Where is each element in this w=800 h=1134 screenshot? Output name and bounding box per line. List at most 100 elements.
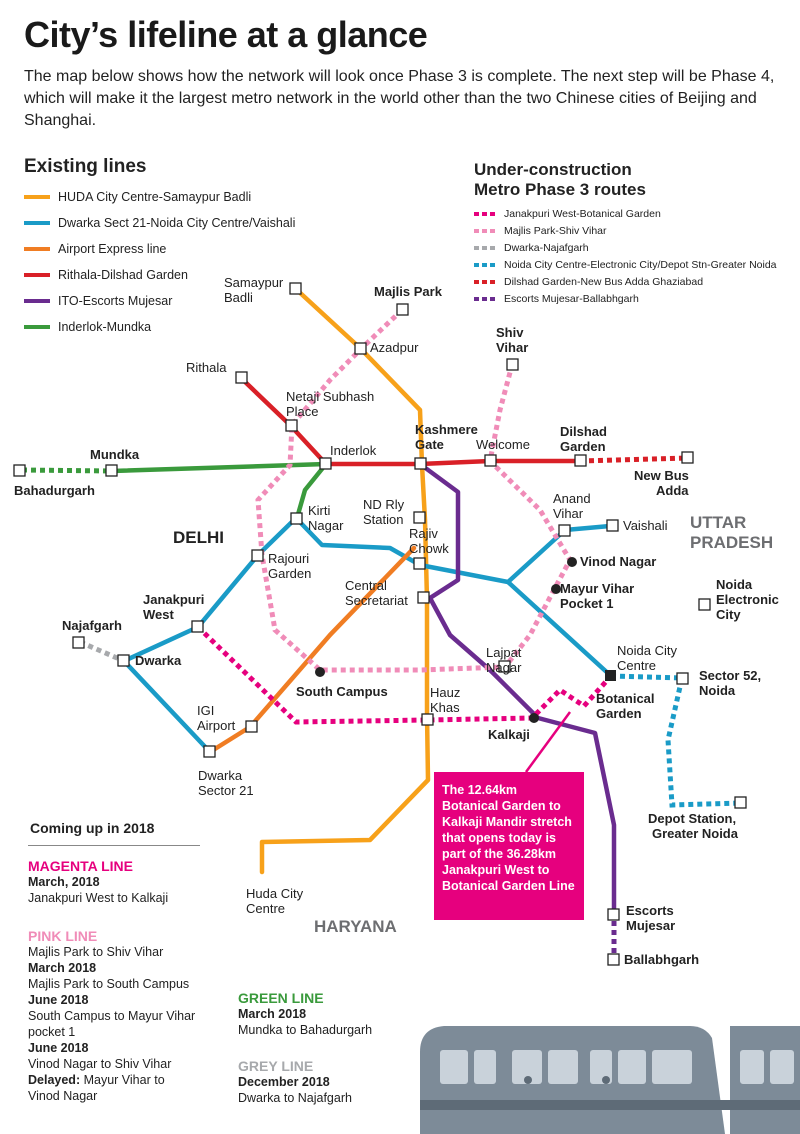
callout-box: The 12.64km Botanical Garden to Kalkaji …	[434, 772, 584, 920]
line-magenta	[196, 625, 613, 725]
station-marker-escorts	[607, 908, 620, 921]
label-ndrly-1: ND Rly	[363, 497, 405, 512]
station-marker-noidaelec	[698, 598, 711, 611]
label-kashmere-1: Kashmere	[415, 422, 478, 437]
pink-line-name: PINK LINE	[28, 928, 98, 944]
station-marker-hauz	[421, 713, 434, 726]
line-green-dotted	[21, 467, 113, 474]
label-rajiv-1: Rajiv	[409, 526, 438, 541]
line-red-dotted	[579, 455, 689, 464]
label-hauz-2: Khas	[430, 700, 460, 715]
label-dilshad-1: Dilshad	[560, 424, 607, 439]
legend-label: Majlis Park-Shiv Vihar	[504, 225, 607, 237]
label-huda-2: Centre	[246, 901, 285, 916]
legend-dotted-swatch	[474, 280, 496, 284]
station-marker-rithala	[235, 371, 248, 384]
label-south-campus: South Campus	[296, 684, 388, 699]
label-newbus-2: Adda	[656, 483, 689, 498]
line-pink	[255, 308, 573, 673]
label-igi-1: IGI	[197, 703, 214, 718]
label-noidaelec-2: Electronic	[716, 592, 779, 607]
legend-dotted-swatch	[474, 297, 496, 301]
green-line-schedule: GREEN LINE March 2018 Mundka to Bahadurg…	[238, 990, 372, 1038]
pink-item-2-date: June 2018	[28, 993, 89, 1007]
pink-item-1-desc: Majlis Park to South Campus	[28, 977, 190, 991]
legend-label: Noida City Centre-Electronic City/Depot …	[504, 259, 777, 271]
label-shiv-2: Vihar	[496, 340, 528, 355]
legend-swatch	[24, 273, 50, 277]
station-markers	[13, 282, 747, 966]
station-marker-newbus	[681, 451, 694, 464]
label-inderlok: Inderlok	[330, 443, 377, 458]
label-vaishali: Vaishali	[623, 518, 668, 533]
label-najafgarh: Najafgarh	[62, 618, 122, 633]
uc-legend-item: Janakpuri West-Botanical Garden	[474, 207, 661, 221]
legend-dotted-swatch	[474, 212, 496, 216]
label-rajouri-2: Garden	[268, 566, 311, 581]
pink-delayed: Delayed: Mayur Vihar to Vinod Nagar	[28, 1072, 188, 1104]
line-blue-noida	[505, 579, 614, 679]
legend-swatch	[24, 247, 50, 251]
station-marker-vaishali	[606, 519, 619, 532]
label-depot-1: Depot Station,	[648, 811, 736, 826]
station-dot-south-campus	[315, 667, 325, 677]
station-marker-igi	[245, 720, 258, 733]
label-noidaelec-1: Noida	[716, 577, 753, 592]
station-marker-rajouri	[251, 549, 264, 562]
label-sector52-2: Noida	[699, 683, 736, 698]
magenta-line-date: March, 2018	[28, 875, 100, 889]
station-marker-central	[417, 591, 430, 604]
label-hauz-1: Hauz	[430, 685, 460, 700]
legend-swatch	[24, 299, 50, 303]
label-mayur-2: Pocket 1	[560, 596, 613, 611]
legend-label: ITO-Escorts Mujesar	[58, 294, 173, 308]
label-noidaelec-3: City	[716, 607, 741, 622]
line-blue-dotted	[610, 673, 741, 808]
legend-label: Dwarka Sect 21-Noida City Centre/Vaishal…	[58, 216, 296, 230]
label-samaypur-1: Samaypur	[224, 275, 284, 290]
station-marker-dwarka	[117, 654, 130, 667]
label-mayur-1: Mayur Vihar	[560, 581, 634, 596]
grey-line-date: December 2018	[238, 1075, 330, 1089]
label-bahadurgarh: Bahadurgarh	[14, 483, 95, 498]
legend-label: Janakpuri West-Botanical Garden	[504, 208, 661, 220]
station-marker-janakpuri	[191, 620, 204, 633]
station-dots	[315, 557, 577, 723]
station-marker-ballabhgarh	[607, 953, 620, 966]
line-blue-dwarka21	[121, 658, 213, 755]
label-botanical-1: Botanical	[596, 691, 655, 706]
station-marker-sector52	[676, 672, 689, 685]
legend-swatch	[24, 325, 50, 329]
station-marker-ndrly	[413, 511, 426, 524]
existing-legend-item: Dwarka Sect 21-Noida City Centre/Vaishal…	[24, 214, 295, 232]
pink-line-schedule: PINK LINE Majlis Park to Shiv Vihar Marc…	[28, 928, 203, 1104]
station-marker-depot	[734, 796, 747, 809]
label-central-2: Secretariat	[345, 593, 408, 608]
label-ballabhgarh: Ballabhgarh	[624, 952, 699, 967]
station-marker-najafgarh	[72, 636, 85, 649]
uc-legend-item: Escorts Mujesar-Ballabhgarh	[474, 292, 639, 306]
station-marker-anand	[558, 524, 571, 537]
pink-item-3-desc: Vinod Nagar to Shiv Vihar	[28, 1057, 172, 1071]
existing-legend-item: Rithala-Dilshad Garden	[24, 266, 188, 284]
label-azadpur: Azadpur	[370, 340, 419, 355]
region-up-1: UTTAR	[690, 513, 746, 532]
line-purple	[417, 461, 617, 915]
label-dwarka21-2: Sector 21	[198, 783, 254, 798]
label-ndrly-2: Station	[363, 512, 403, 527]
label-welcome: Welcome	[476, 437, 530, 452]
label-dwarka: Dwarka	[135, 653, 182, 668]
label-janakpuri-2: West	[143, 607, 174, 622]
station-marker-netaji	[285, 419, 298, 432]
label-noidacc-2: Centre	[617, 658, 656, 673]
existing-legend-item: Inderlok-Mundka	[24, 318, 151, 336]
label-shiv-1: Shiv	[496, 325, 524, 340]
label-janakpuri-1: Janakpuri	[143, 592, 204, 607]
label-escorts-2: Mujesar	[626, 918, 675, 933]
station-marker-samaypur	[289, 282, 302, 295]
label-botanical-2: Garden	[596, 706, 642, 721]
station-marker-shiv	[506, 358, 519, 371]
pink-item-0-desc: Majlis Park to Shiv Vihar	[28, 945, 164, 959]
line-red	[238, 375, 583, 467]
station-marker-inderlok	[319, 457, 332, 470]
